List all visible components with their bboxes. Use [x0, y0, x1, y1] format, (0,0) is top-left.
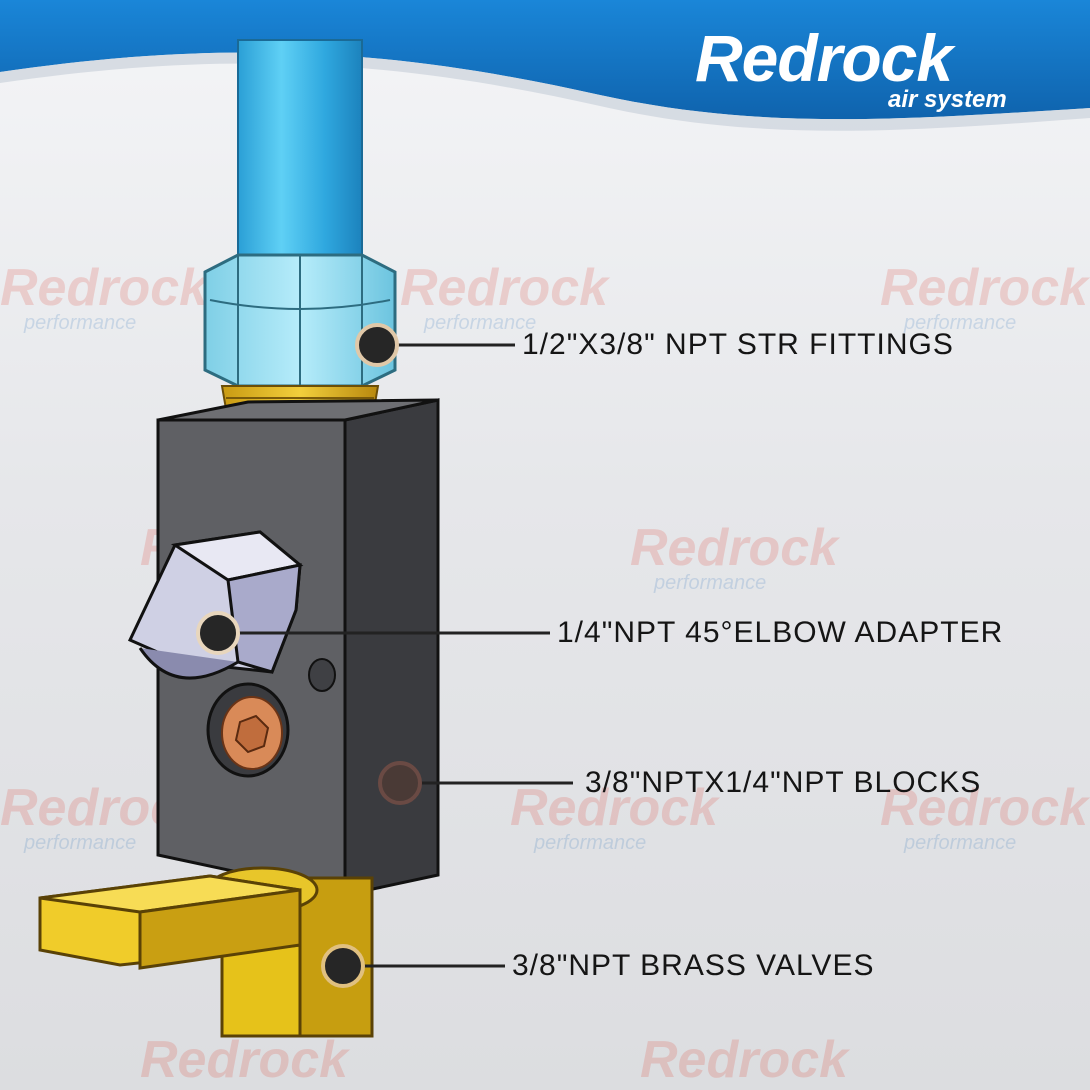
callout-label-str-fittings: 1/2"X3/8" NPT STR FITTINGS	[522, 328, 954, 361]
callout-dot	[378, 761, 422, 805]
callout-label-elbow-adapter: 1/4"NPT 45°ELBOW ADAPTER	[557, 616, 1004, 649]
header-banner-edge	[0, 52, 1090, 131]
brand-logo: Redrock	[695, 21, 953, 95]
callout-label-brass-valves: 3/8"NPT BRASS VALVES	[512, 949, 875, 982]
callout-dot	[355, 323, 399, 367]
callout-leaders	[218, 343, 573, 968]
brand-tagline: air system	[888, 86, 1007, 113]
brass-valve	[38, 866, 374, 1038]
header-banner	[0, 0, 1090, 120]
elbow-adapter	[127, 530, 304, 680]
callout-label-blocks: 3/8"NPTX1/4"NPT BLOCKS	[585, 766, 982, 799]
callout-dot	[196, 611, 240, 655]
callout-dot	[321, 944, 365, 988]
